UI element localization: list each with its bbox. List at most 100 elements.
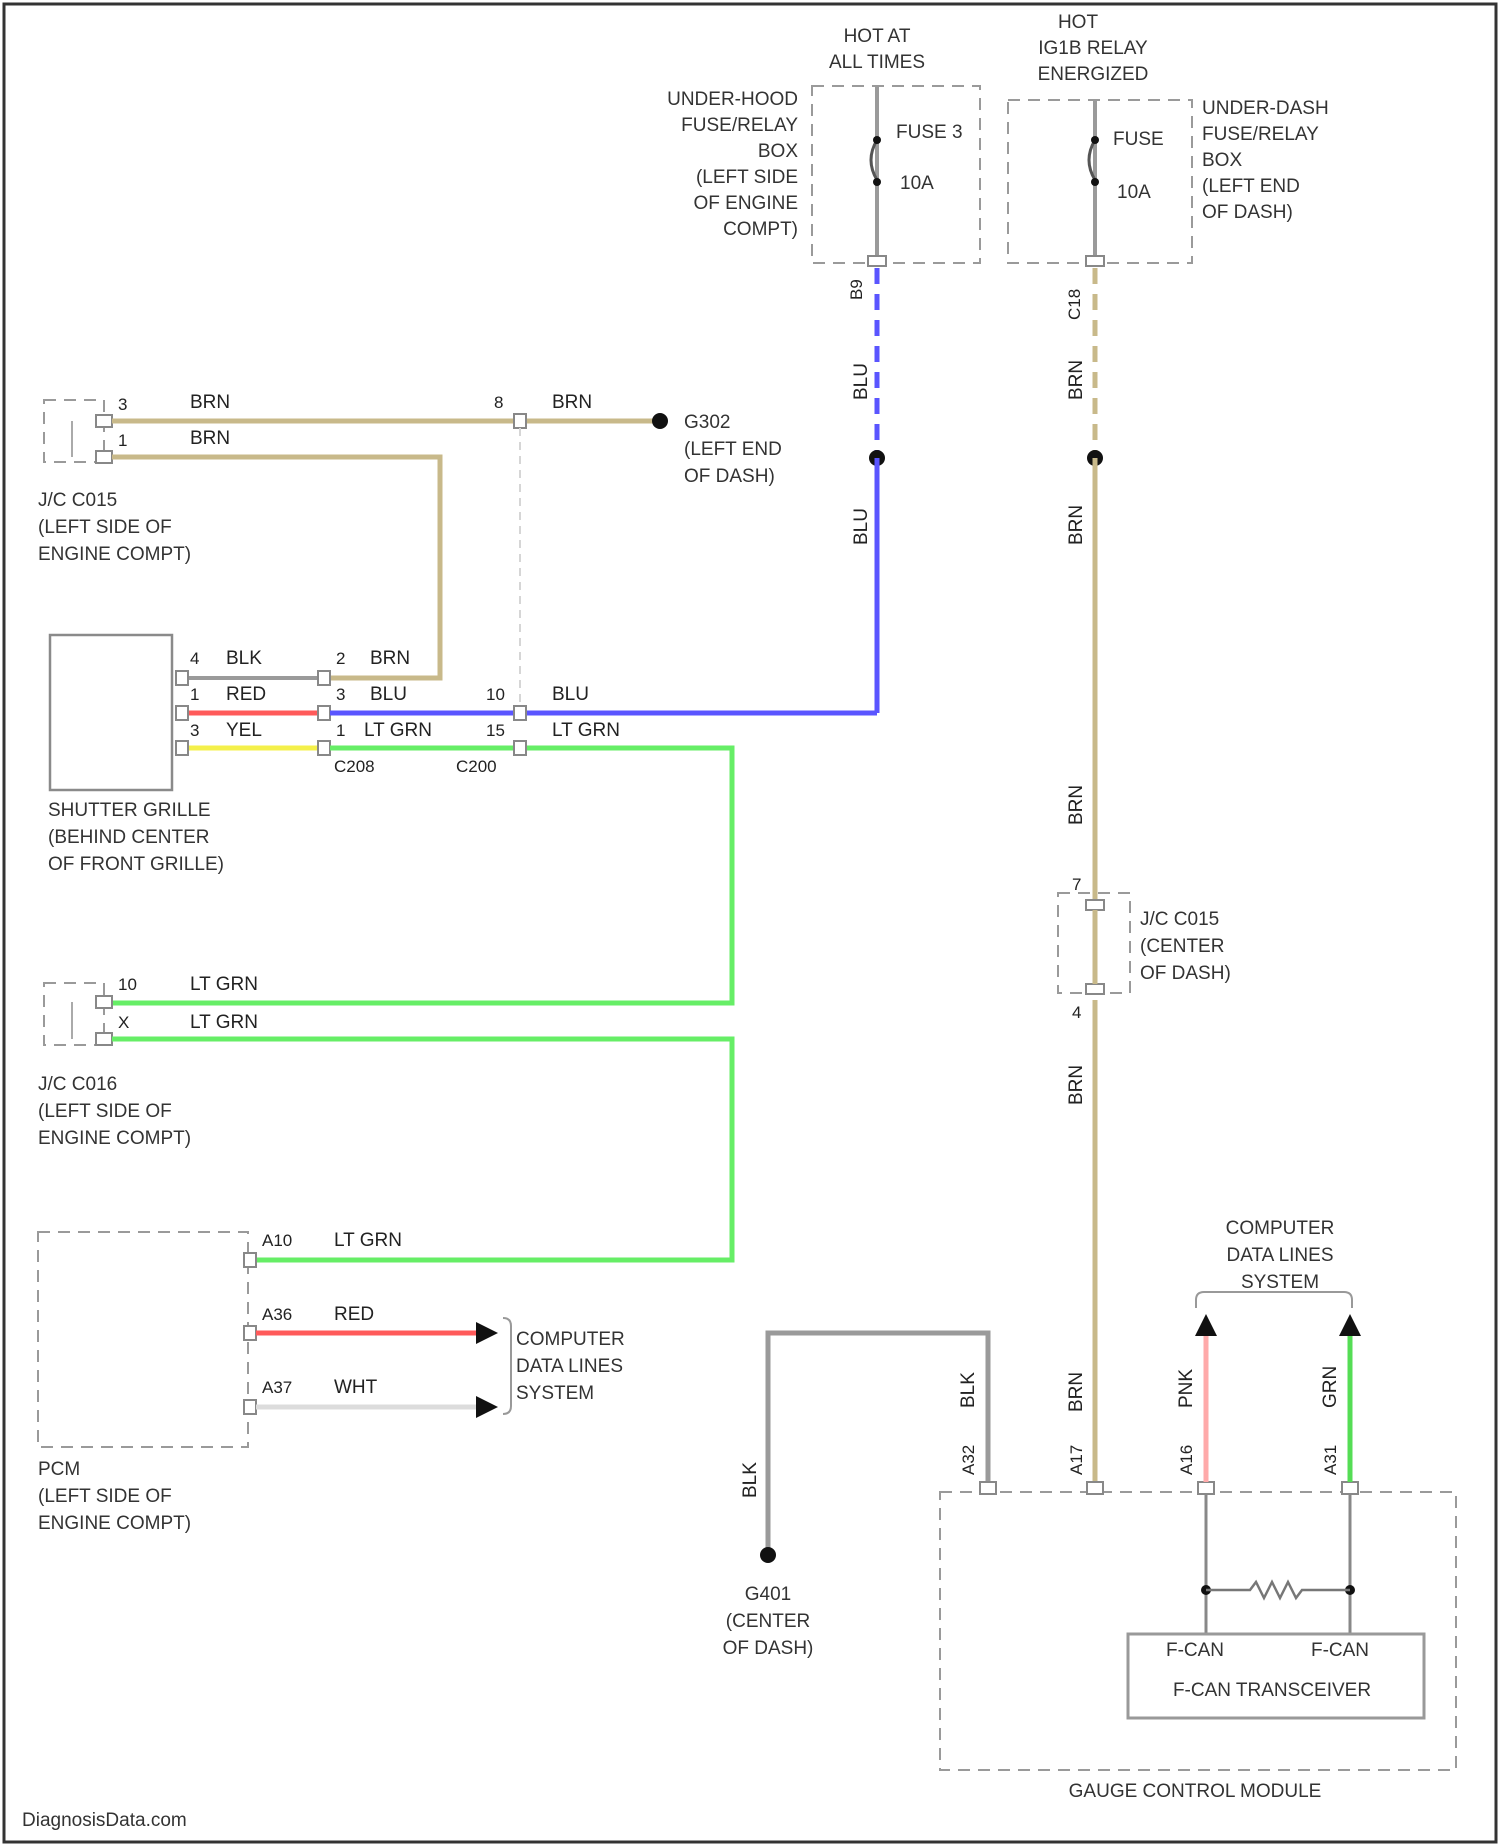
fuse-right-rating: 10A: [1117, 182, 1151, 203]
brn-label-5: BRN: [1066, 1372, 1087, 1412]
gcm-pin-a17: A17: [1067, 1445, 1086, 1475]
hot-at-all-times-line1: HOT AT: [844, 26, 911, 47]
blu-label-2: BLU: [851, 508, 872, 545]
g302-ground: [652, 413, 668, 429]
svg-text:BOX: BOX: [1202, 150, 1242, 171]
gcm-title: GAUGE CONTROL MODULE: [1069, 1781, 1322, 1802]
g302-wire: BRN: [552, 392, 592, 413]
svg-text:(LEFT SIDE OF: (LEFT SIDE OF: [38, 1486, 172, 1507]
svg-text:OF ENGINE: OF ENGINE: [693, 193, 798, 214]
shutter-grille-label: SHUTTER GRILLE (BEHIND CENTER OF FRONT G…: [48, 800, 224, 875]
jc-c016-wire-b: LT GRN: [190, 1012, 258, 1033]
svg-text:SYSTEM: SYSTEM: [1241, 1272, 1319, 1293]
brn-label-3: BRN: [1066, 785, 1087, 825]
svg-text:(LEFT SIDE: (LEFT SIDE: [696, 167, 798, 188]
jc-c015-top-pin-a: 3: [118, 395, 127, 414]
jc-c015-center-label: J/C C015 (CENTER OF DASH): [1140, 909, 1231, 984]
jc-c015-top-pin-b: 1: [118, 431, 127, 450]
gcm-wire-a31: GRN: [1320, 1366, 1341, 1408]
gcm-cdl-label: COMPUTER DATA LINES SYSTEM: [1226, 1218, 1335, 1293]
svg-text:FUSE/RELAY: FUSE/RELAY: [681, 115, 798, 136]
fuse-left-name: FUSE 3: [896, 122, 963, 143]
svg-text:SHUTTER GRILLE: SHUTTER GRILLE: [48, 800, 211, 821]
svg-text:OF DASH): OF DASH): [684, 466, 775, 487]
svg-text:G302: G302: [684, 412, 730, 433]
brn-label-2: BRN: [1066, 505, 1087, 545]
svg-text:(LEFT END: (LEFT END: [1202, 176, 1300, 197]
svg-text:(LEFT SIDE OF: (LEFT SIDE OF: [38, 517, 172, 538]
svg-text:DATA LINES: DATA LINES: [516, 1356, 623, 1377]
svg-text:PCM: PCM: [38, 1459, 80, 1480]
watermark: DiagnosisData.com: [22, 1810, 187, 1831]
gcm-wire-a32: BLK: [958, 1372, 979, 1408]
svg-text:(LEFT SIDE OF: (LEFT SIDE OF: [38, 1101, 172, 1122]
c208-pin-1: 3: [336, 685, 345, 704]
c208-wire-0: BRN: [370, 648, 410, 669]
svg-text:ENGINE COMPT): ENGINE COMPT): [38, 1513, 191, 1534]
hot-ig1b-line1: HOT: [1058, 12, 1099, 33]
c208-wire-1: BLU: [370, 684, 407, 705]
svg-text:UNDER-DASH: UNDER-DASH: [1202, 98, 1329, 119]
pcm-pin-0: A10: [262, 1231, 292, 1250]
fcan-right: F-CAN: [1311, 1640, 1369, 1661]
svg-text:(CENTER: (CENTER: [726, 1611, 810, 1632]
hot-ig1b-line3: ENERGIZED: [1038, 64, 1149, 85]
svg-text:COMPUTER: COMPUTER: [1226, 1218, 1335, 1239]
svg-text:J/C C015: J/C C015: [1140, 909, 1219, 930]
brn-label-4: BRN: [1066, 1065, 1087, 1105]
svg-text:COMPT): COMPT): [723, 219, 798, 240]
hot-at-all-times-line2: ALL TIMES: [829, 52, 925, 73]
fcan-transceiver-label: F-CAN TRANSCEIVER: [1173, 1680, 1371, 1701]
pcm-pin-1: A36: [262, 1305, 292, 1324]
svg-text:UNDER-HOOD: UNDER-HOOD: [667, 89, 798, 110]
fuse-right-name: FUSE: [1113, 129, 1164, 150]
svg-text:DATA LINES: DATA LINES: [1227, 1245, 1334, 1266]
brn-label-1: BRN: [1066, 360, 1087, 400]
gcm-wire-a16: PNK: [1176, 1369, 1197, 1408]
c200-wire-2: LT GRN: [552, 720, 620, 741]
shutter-wire-2: YEL: [226, 720, 262, 741]
svg-text:SYSTEM: SYSTEM: [516, 1383, 594, 1404]
c200-pin-1: 10: [486, 685, 505, 704]
pcm-pin-2: A37: [262, 1378, 292, 1397]
jc-c016-pin-b: X: [118, 1013, 129, 1032]
conn-c200: C200: [456, 757, 497, 776]
pcm-wire-0: LT GRN: [334, 1230, 402, 1251]
g302-pin: 8: [494, 393, 503, 412]
gcm-pin-a31: A31: [1321, 1445, 1340, 1475]
svg-text:G401: G401: [745, 1584, 791, 1605]
c200-wire-1: BLU: [552, 684, 589, 705]
jc-c016-wire-a: LT GRN: [190, 974, 258, 995]
svg-text:OF DASH): OF DASH): [1202, 202, 1293, 223]
svg-text:J/C C015: J/C C015: [38, 490, 117, 511]
svg-text:(BEHIND CENTER: (BEHIND CENTER: [48, 827, 210, 848]
svg-text:COMPUTER: COMPUTER: [516, 1329, 625, 1350]
fuse-left-rating: 10A: [900, 173, 934, 194]
hot-ig1b-line2: IG1B RELAY: [1038, 38, 1148, 59]
svg-text:OF DASH): OF DASH): [723, 1638, 814, 1659]
c200-pin-2: 15: [486, 721, 505, 740]
g401-ground: [760, 1547, 776, 1563]
shutter-grille-box: [50, 635, 172, 790]
conn-c208: C208: [334, 757, 375, 776]
jc-c015-top-wire-a: BRN: [190, 392, 230, 413]
svg-text:BOX: BOX: [758, 141, 798, 162]
svg-text:OF DASH): OF DASH): [1140, 963, 1231, 984]
jc-c016-pin-a: 10: [118, 975, 137, 994]
c208-pin-0: 2: [336, 649, 345, 668]
svg-text:ENGINE COMPT): ENGINE COMPT): [38, 1128, 191, 1149]
svg-text:(LEFT END: (LEFT END: [684, 439, 782, 460]
jc-c015-top-wire-b: BRN: [190, 428, 230, 449]
pin-underdash: C18: [1065, 289, 1084, 320]
svg-text:J/C C016: J/C C016: [38, 1074, 117, 1095]
diagram-border: [4, 4, 1496, 1842]
g401-wire: BLK: [740, 1462, 761, 1498]
c208-pin-2: 1: [336, 721, 345, 740]
shutter-pin-0: 4: [190, 649, 199, 668]
blu-label-1: BLU: [851, 363, 872, 400]
shutter-pin-2: 3: [190, 721, 199, 740]
svg-text:FUSE/RELAY: FUSE/RELAY: [1202, 124, 1319, 145]
pcm-wire-1: RED: [334, 1304, 374, 1325]
svg-text:OF FRONT GRILLE): OF FRONT GRILLE): [48, 854, 224, 875]
